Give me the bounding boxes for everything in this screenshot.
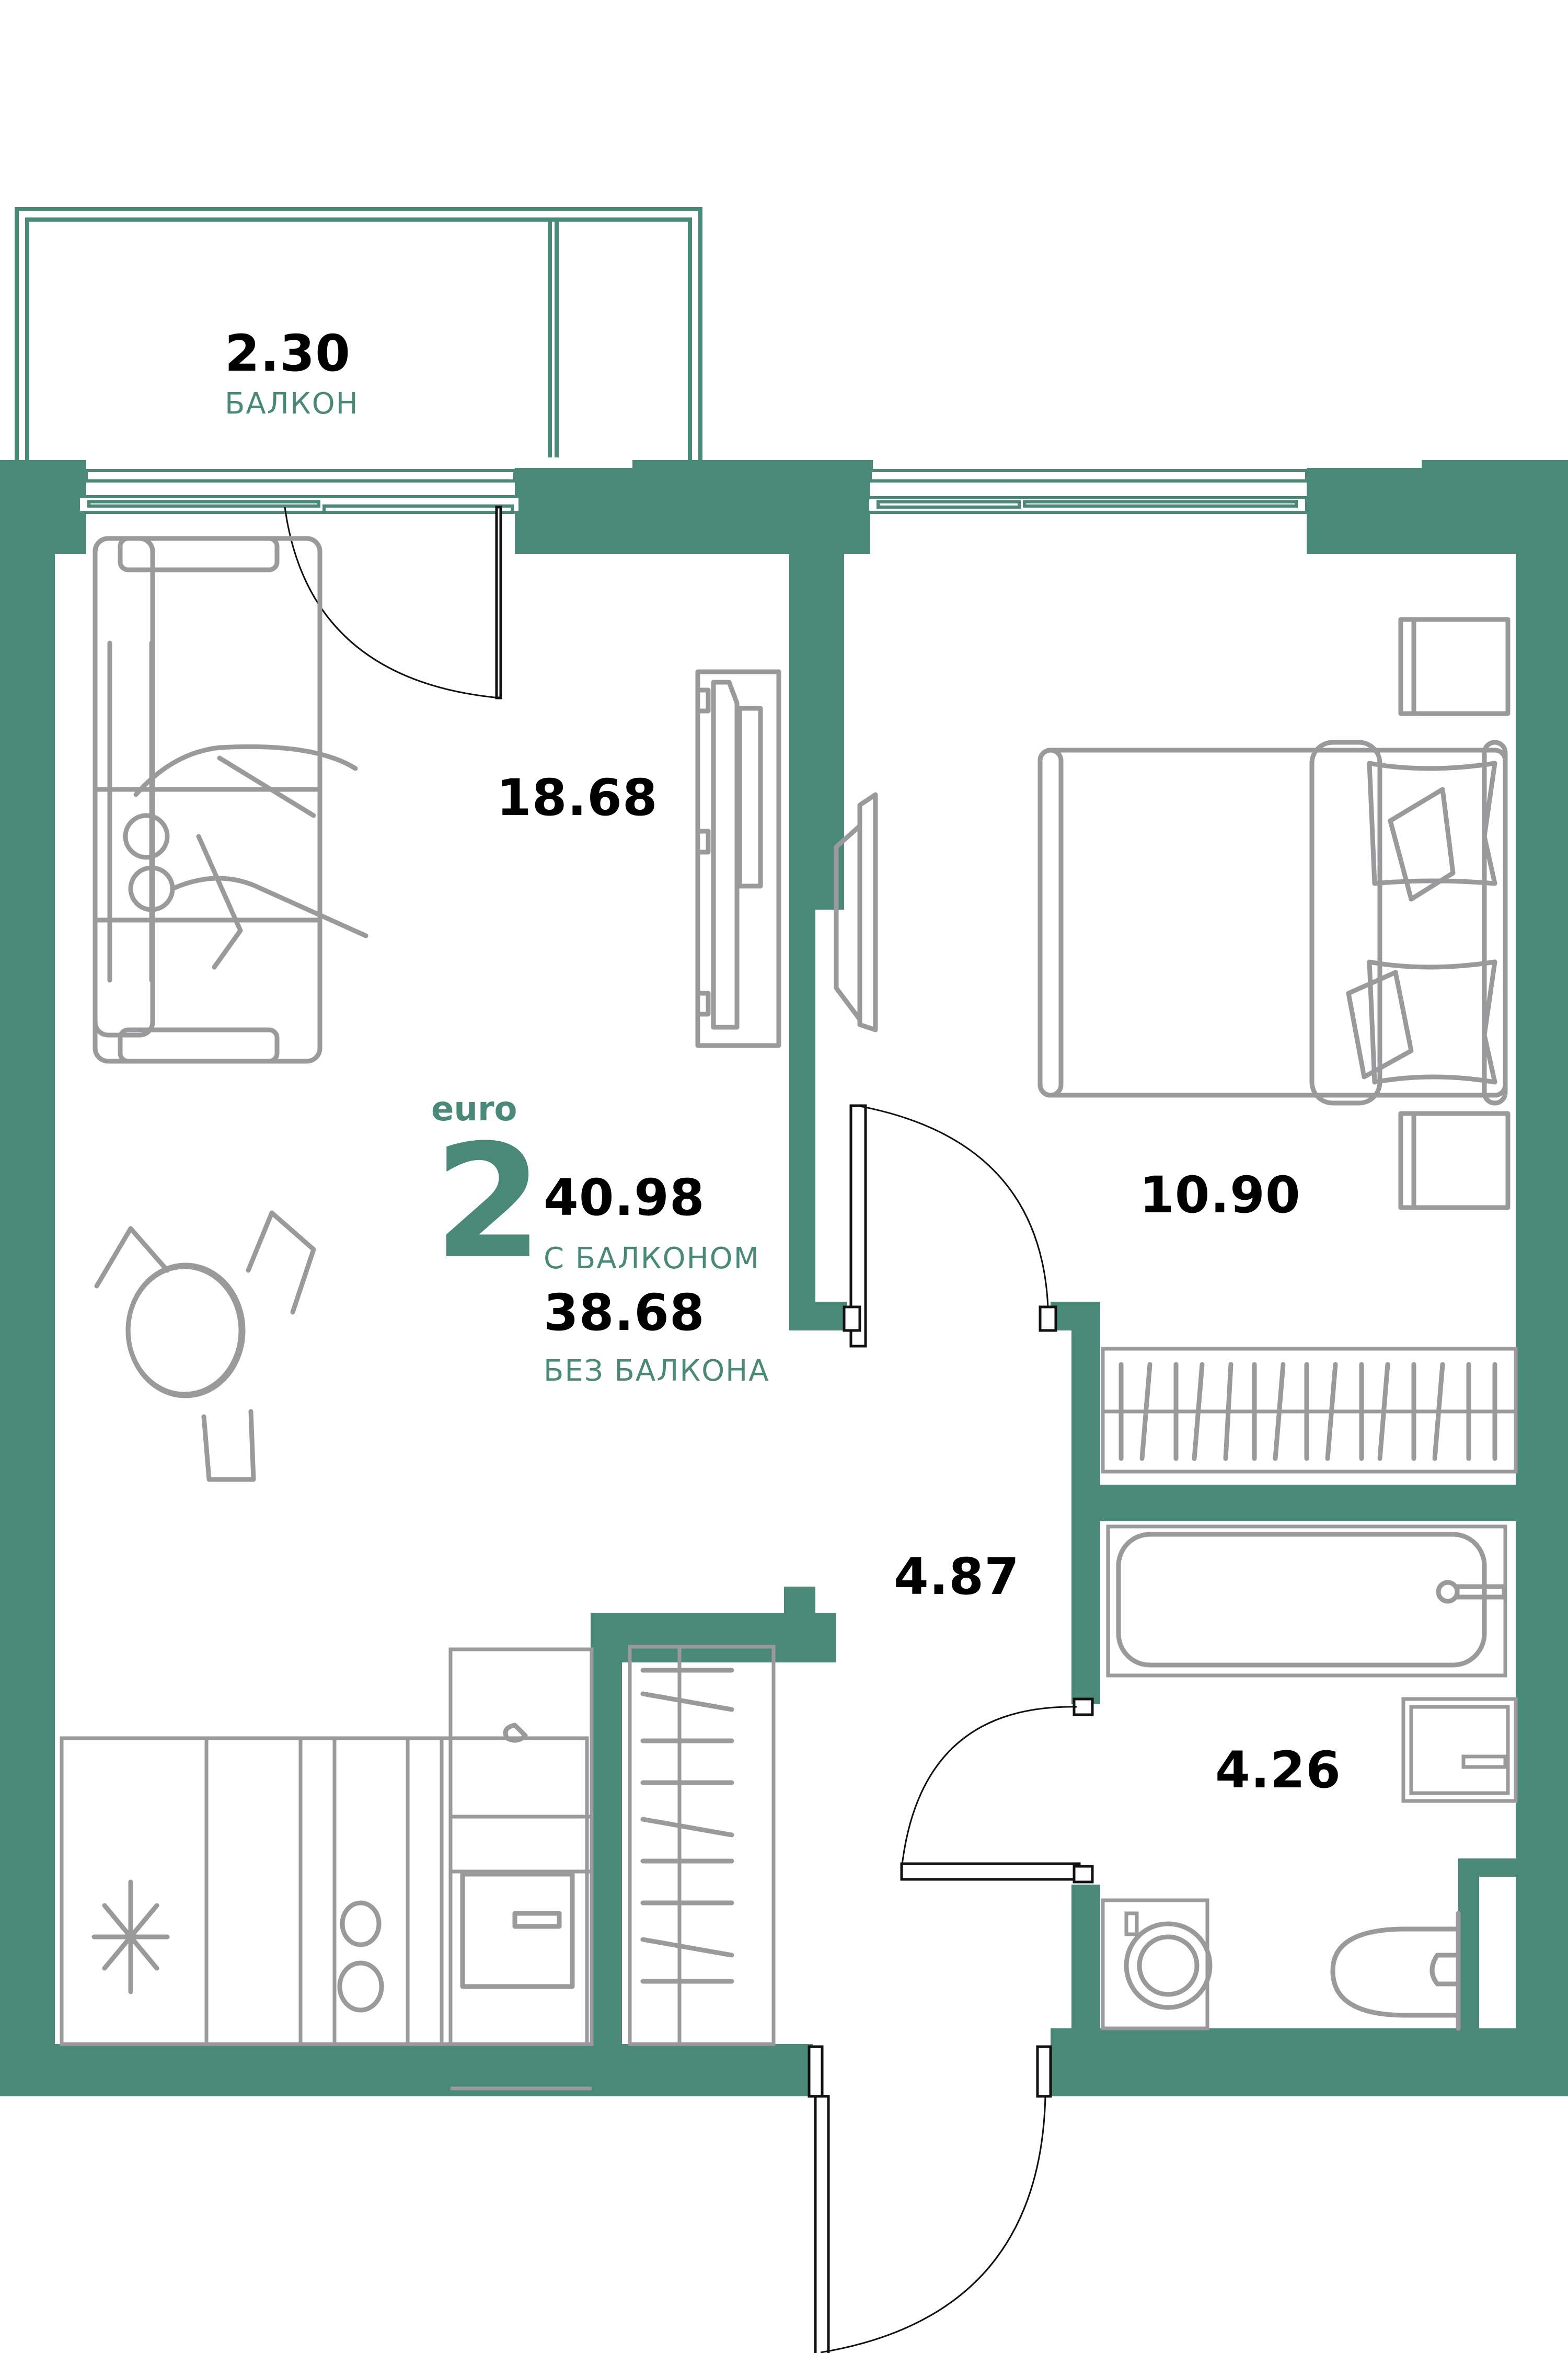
double-bed-icon [1037, 740, 1508, 1106]
area-hallway: 4.87 [894, 1547, 1020, 1606]
caption-balcony: БАЛКОН [225, 387, 359, 421]
snowflake-icon [91, 1879, 170, 1994]
wardrobe-icon [628, 1645, 776, 2046]
total-area-with-balcony: 40.98 [544, 1168, 705, 1227]
doors [284, 506, 1094, 2353]
stove-icon [337, 1900, 384, 2013]
nightstand-icon [1398, 617, 1511, 1210]
kitchen-sink-icon [460, 1723, 575, 1989]
total-area-without-balcony: 38.68 [544, 1283, 705, 1342]
kitchen-counter [60, 1647, 594, 2091]
area-living-kitchen: 18.68 [497, 768, 658, 827]
without-balcony-caption: БЕЗ БАЛКОНА [544, 1354, 770, 1388]
washing-machine-icon [1101, 1898, 1213, 2030]
windows [77, 469, 1308, 514]
room-balcony: 2.30 [225, 324, 351, 383]
tv-icon [834, 792, 878, 1032]
balcony-outline [15, 207, 702, 460]
walls [0, 460, 1568, 2096]
people-on-sofa-icon [123, 744, 368, 970]
area-bedroom: 10.90 [1139, 1166, 1301, 1224]
washbasin-icon [1401, 1697, 1518, 1803]
apartment-type-label: euro [431, 1090, 517, 1129]
tv-stand-icon [695, 669, 781, 1048]
with-balcony-caption: С БАЛКОНОМ [544, 1242, 760, 1276]
toilet-icon [1330, 1911, 1461, 2031]
bathtub-icon [1106, 1524, 1507, 1678]
bedroom-wardrobe-icon [1101, 1347, 1518, 1474]
area-balcony: 2.30 [225, 324, 351, 383]
round-table-with-chairs-icon [94, 1210, 316, 1482]
sofa-icon [93, 536, 322, 1064]
rooms-count: 2 [434, 1111, 543, 1293]
area-bathroom: 4.26 [1215, 1741, 1341, 1799]
